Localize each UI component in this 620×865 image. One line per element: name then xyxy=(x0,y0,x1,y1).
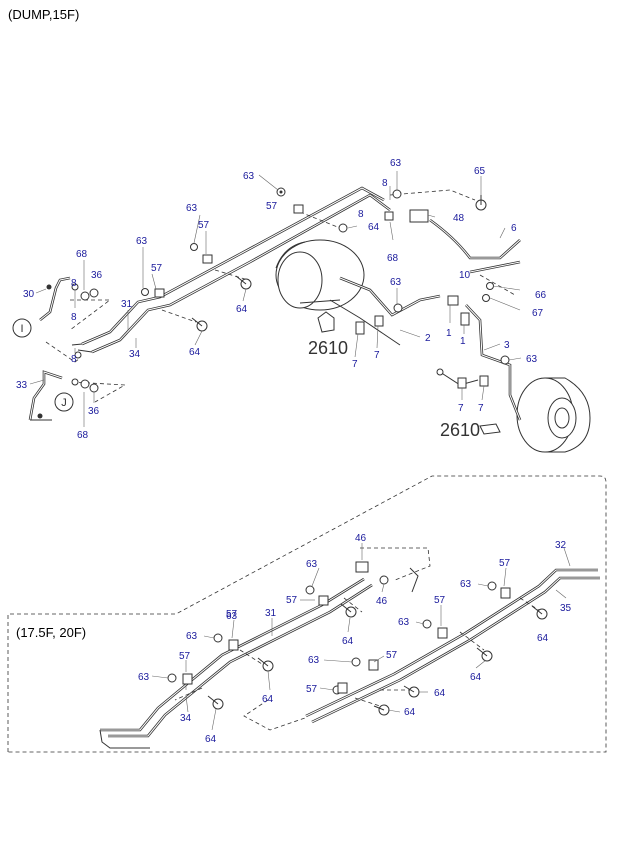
circle-marker-j: J xyxy=(54,392,74,412)
callout-label: 34 xyxy=(180,713,192,724)
callout-label: 67 xyxy=(532,308,544,319)
bottom-section-frame xyxy=(7,475,607,753)
callout-label: 64 xyxy=(434,688,446,699)
callout-label: 57 xyxy=(386,650,398,661)
callout-label: 8 xyxy=(71,278,77,289)
callout-label: 64 xyxy=(236,304,248,315)
callout-label: 36 xyxy=(88,406,100,417)
callout-label: 31 xyxy=(121,299,133,310)
callout-label: 65 xyxy=(474,166,486,177)
top-leader-lines xyxy=(29,171,522,427)
callout-label: 36 xyxy=(91,270,103,281)
callout-label: 68 xyxy=(76,249,88,260)
callout-label: 57 xyxy=(151,263,163,274)
callout-label: 64 xyxy=(262,694,274,705)
callout-label: 31 xyxy=(265,608,277,619)
callout-label: 1 xyxy=(460,336,466,347)
callout-label: 57 xyxy=(499,558,511,569)
callout-label: 57 xyxy=(179,651,191,662)
callout-label: 8 xyxy=(71,312,77,323)
callout-label: 34 xyxy=(129,349,141,360)
bottom-guide-lines xyxy=(174,547,546,731)
callout-label: 63 xyxy=(308,655,320,666)
bottom-callout-labels: 32 46 57 63 63 57 46 35 57 31 64 63 57 6… xyxy=(138,533,572,745)
callout-label: 10 xyxy=(459,270,471,281)
callout-label: 7 xyxy=(352,359,358,370)
bottom-section-header: (17.5F, 20F) xyxy=(16,625,87,640)
callout-label: 64 xyxy=(537,633,549,644)
callout-label: 63 xyxy=(136,236,148,247)
bottom-main-brake-pipes xyxy=(99,568,600,749)
top-section-header: (DUMP,15F) xyxy=(8,7,80,22)
marker-i-label: I xyxy=(20,323,23,335)
callout-label: 64 xyxy=(368,222,380,233)
hand-pointer-icon xyxy=(317,311,335,333)
reference-label-2610: 2610 xyxy=(308,338,348,358)
callout-label: 46 xyxy=(376,596,388,607)
callout-label: 64 xyxy=(470,672,482,683)
callout-label: 64 xyxy=(404,707,416,718)
callout-label: 68 xyxy=(77,430,89,441)
bottom-leader-lines xyxy=(151,543,571,731)
top-callout-labels: 63 8 63 65 57 63 8 48 64 57 68 6 63 68 6… xyxy=(16,158,547,441)
callout-label: 57 xyxy=(286,595,298,606)
callout-label: 57 xyxy=(198,220,210,231)
callout-label: 1 xyxy=(446,328,452,339)
callout-label: 33 xyxy=(16,380,28,391)
callout-label: 6 xyxy=(511,223,517,234)
callout-label: 57 xyxy=(306,684,318,695)
callout-label: 32 xyxy=(555,540,567,551)
top-guide-lines xyxy=(45,189,516,403)
callout-label: 7 xyxy=(374,350,380,361)
callout-label: 7 xyxy=(458,403,464,414)
callout-label: 66 xyxy=(535,290,547,301)
callout-label: 8 xyxy=(358,209,364,220)
brake-hose-6 xyxy=(429,218,521,274)
callout-label: 2 xyxy=(425,333,431,344)
callout-label: 63 xyxy=(306,559,318,570)
callout-label: 3 xyxy=(504,340,510,351)
callout-label: 63 xyxy=(186,631,198,642)
callout-label: 8 xyxy=(382,178,388,189)
callout-label: 63 xyxy=(390,277,402,288)
callout-label: 48 xyxy=(453,213,465,224)
callout-label: 57 xyxy=(434,595,446,606)
callout-label: 63 xyxy=(390,158,402,169)
marker-j-label: J xyxy=(61,397,67,409)
callout-label: 63 xyxy=(186,203,198,214)
callout-label: 35 xyxy=(560,603,572,614)
reference-label-2610: 2610 xyxy=(440,420,480,440)
brake-pipe-33 xyxy=(28,370,63,421)
brake-drum-right xyxy=(516,377,591,453)
callout-label: 63 xyxy=(226,611,238,622)
callout-label: 63 xyxy=(526,354,538,365)
callout-label: 8 xyxy=(71,354,77,365)
callout-label: 57 xyxy=(226,609,238,620)
callout-label: 63 xyxy=(243,171,255,182)
callout-label: 64 xyxy=(189,347,201,358)
callout-label: 57 xyxy=(266,201,278,212)
callout-label: 7 xyxy=(478,403,484,414)
brake-pipe-2 xyxy=(329,276,441,346)
callout-label: 30 xyxy=(23,289,35,300)
callout-label: 46 xyxy=(355,533,367,544)
callout-label: 63 xyxy=(138,672,150,683)
brake-pipe-30 xyxy=(39,276,71,322)
callout-label: 63 xyxy=(398,617,410,628)
callout-label: 68 xyxy=(387,253,399,264)
callout-label: 64 xyxy=(205,734,217,745)
brake-drum-left xyxy=(275,239,365,311)
hand-pointer-icon xyxy=(479,423,501,435)
callout-label: 63 xyxy=(460,579,472,590)
callout-label: 64 xyxy=(342,636,354,647)
circle-marker-i: I xyxy=(12,318,32,338)
